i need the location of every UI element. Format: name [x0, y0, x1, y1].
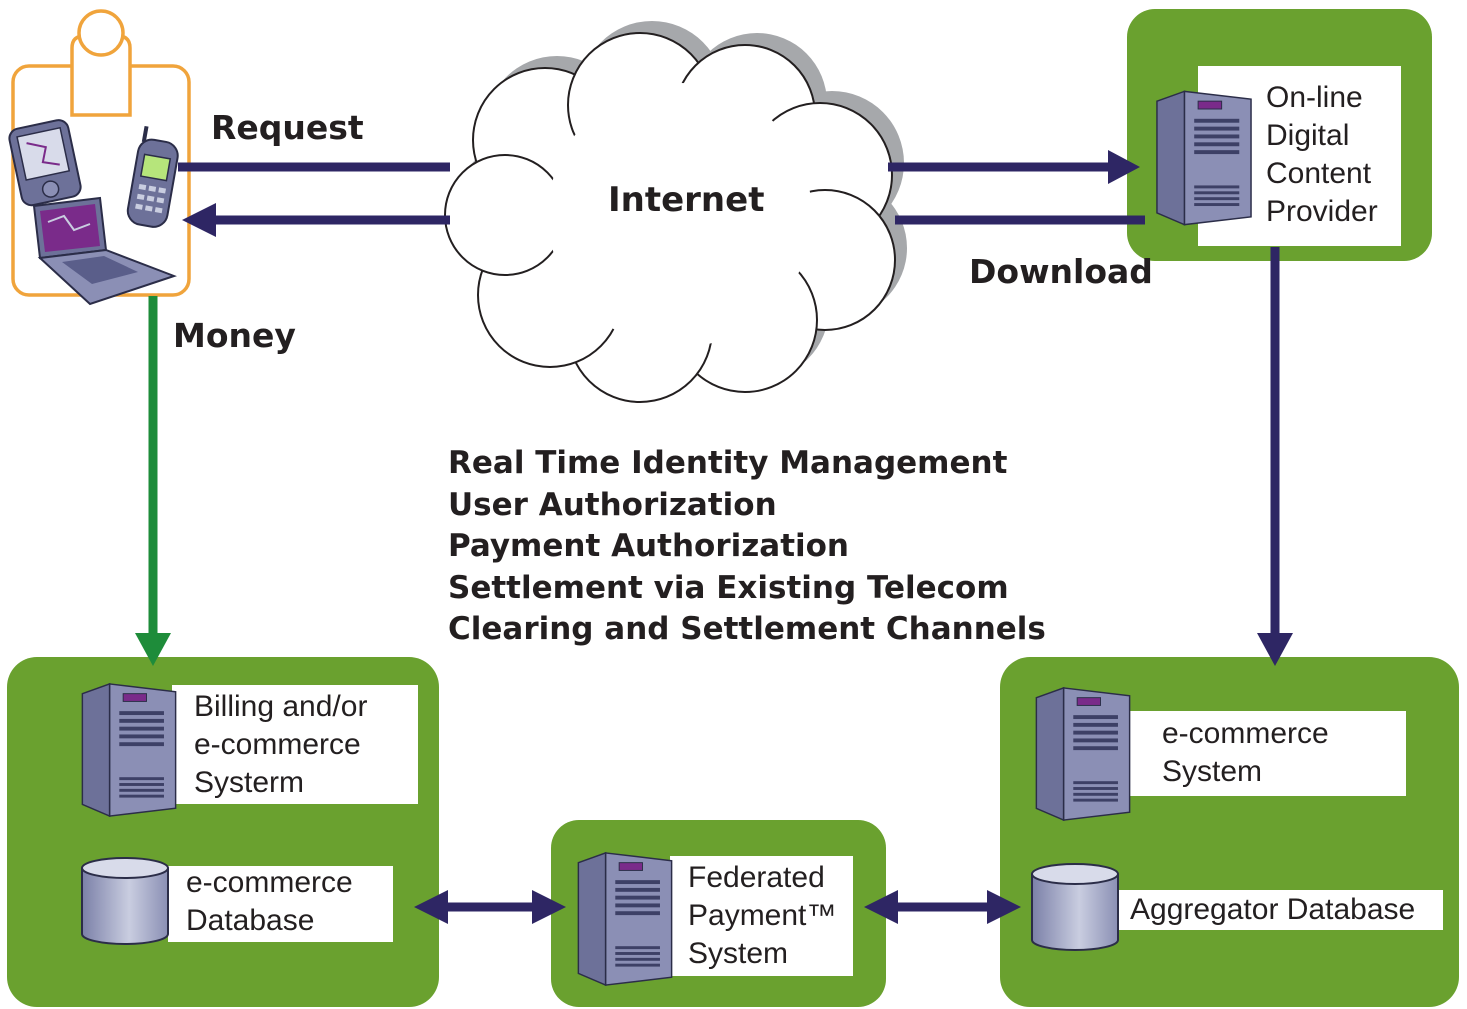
feature-item: Payment Authorization [448, 528, 850, 564]
download-label: Download [969, 252, 1153, 291]
aggregator-system-line: System [1162, 755, 1263, 788]
billing-database-icon [81, 857, 169, 945]
billing-system-line: Systerm [194, 766, 305, 799]
download-arrowhead [182, 203, 216, 237]
aggregator-server-icon [1035, 687, 1131, 821]
federated-label-box [670, 856, 853, 976]
content-provider-line: Content [1266, 157, 1372, 190]
billing-database-label: e-commerce Database [186, 864, 353, 940]
cloud-icon [444, 21, 907, 403]
money-arrowhead [135, 633, 171, 666]
aggregator-database-label-box [1117, 890, 1443, 930]
internet-label: Internet [608, 180, 765, 220]
federated-line: Payment™ [688, 899, 837, 932]
content-provider-line: Digital [1266, 119, 1350, 152]
billing-system-line: e-commerce [194, 728, 361, 761]
federated-payment-label: Federated Payment™ System [688, 859, 836, 973]
billing-database-label-box [168, 866, 393, 942]
content-provider-line: Provider [1266, 195, 1378, 228]
federated-aggregator-double-arrow [864, 890, 1021, 924]
provider-to-aggregator-arrowhead [1257, 633, 1293, 666]
aggregator-system-label-box [1120, 711, 1406, 796]
federated-line: Federated [688, 861, 825, 894]
person-outline-icon [70, 9, 132, 117]
billing-server-icon [81, 683, 177, 817]
aggregator-system-label: e-commerce System [1162, 715, 1329, 791]
federated-line: System [688, 937, 789, 970]
content-provider-label: On-line Digital Content Provider [1266, 79, 1378, 231]
aggregator-database-icon [1031, 863, 1119, 951]
user-devices-group [8, 9, 191, 306]
feature-list: Real Time Identity Management User Autho… [448, 443, 1046, 651]
request-arrowhead [1108, 150, 1140, 184]
content-provider-line: On-line [1266, 81, 1363, 114]
feature-item: Clearing and Settlement Channels [448, 611, 1046, 647]
feature-item: Settlement via Existing Telecom [448, 569, 1009, 606]
aggregator-system-line: e-commerce [1162, 717, 1329, 750]
feature-item: User Authorization [448, 486, 777, 523]
money-label: Money [173, 316, 296, 355]
aggregator-database-label: Aggregator Database [1130, 893, 1416, 926]
laptop-icon [32, 196, 177, 306]
billing-database-line: e-commerce [186, 866, 353, 899]
billing-system-label-box [172, 685, 418, 804]
request-label: Request [211, 108, 364, 147]
mobile-phone-icon [126, 125, 179, 228]
federated-server-icon [577, 852, 673, 986]
billing-system-label: Billing and/or e-commerce Systerm [194, 688, 367, 802]
billing-federated-double-arrow [414, 890, 566, 924]
pda-icon [8, 119, 82, 207]
content-provider-server-icon [1156, 90, 1252, 226]
billing-database-line: Database [186, 904, 315, 937]
billing-system-line: Billing and/or [194, 690, 368, 723]
feature-item: Real Time Identity Management [448, 445, 1008, 481]
